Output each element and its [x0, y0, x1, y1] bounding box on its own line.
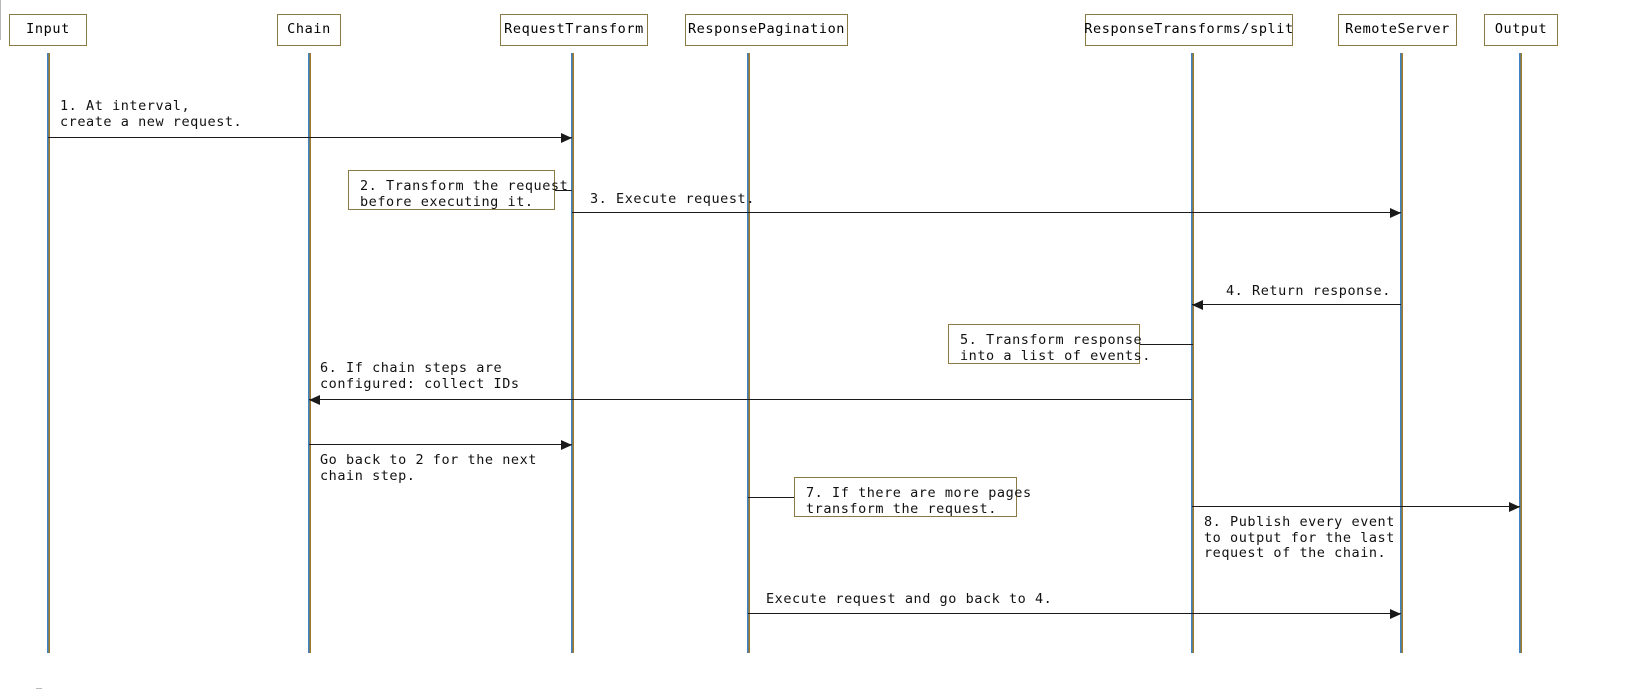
- note-text: 7. If there are more pages transform the…: [806, 485, 1032, 517]
- participant-chain[interactable]: Chain: [277, 14, 341, 46]
- message-line-m4: [1192, 304, 1401, 305]
- note-n5: 5. Transform response into a list of eve…: [948, 324, 1150, 364]
- lifeline-response_transforms: [1191, 53, 1194, 653]
- message-line-m1: [48, 137, 572, 138]
- participant-label: ResponseTransforms/split: [1084, 21, 1294, 38]
- arrow-head-m6: [309, 394, 320, 405]
- lifeline-output: [1519, 53, 1522, 653]
- arrow-head-m1: [561, 132, 572, 143]
- message-line-m8: [1192, 506, 1520, 507]
- participant-label: RequestTransform: [504, 21, 644, 38]
- note-text: 2. Transform the request before executin…: [360, 178, 569, 210]
- message-line-m3: [572, 212, 1401, 213]
- participant-label: RemoteServer: [1345, 21, 1450, 38]
- frame-edge-bottom-left: [36, 688, 42, 689]
- note-connector-n5: [1140, 344, 1193, 345]
- message-label-m_goback4: Execute request and go back to 4.: [766, 591, 1053, 607]
- participant-input[interactable]: Input: [9, 14, 87, 46]
- participant-label: ResponsePagination: [687, 21, 846, 38]
- participant-remote_server[interactable]: RemoteServer: [1338, 14, 1457, 46]
- participant-label: Input: [26, 21, 70, 38]
- arrow-head-m_goback4: [1390, 608, 1401, 619]
- arrow-head-m3: [1390, 207, 1401, 218]
- lifeline-remote_server: [1400, 53, 1403, 653]
- message-line-m6: [309, 399, 1192, 400]
- arrow-head-m8: [1509, 501, 1520, 512]
- arrow-head-m_goback2: [561, 439, 572, 450]
- message-line-m_goback2: [309, 444, 572, 445]
- participant-output[interactable]: Output: [1484, 14, 1558, 46]
- note-connector-n7: [748, 497, 795, 498]
- message-line-m_goback4: [748, 613, 1401, 614]
- participant-response_transforms[interactable]: ResponseTransforms/split: [1084, 14, 1294, 46]
- participant-label: Output: [1494, 21, 1548, 38]
- note-n2: 2. Transform the request before executin…: [348, 170, 568, 210]
- lifeline-chain: [308, 53, 311, 653]
- participant-request_transform[interactable]: RequestTransform: [500, 14, 648, 46]
- message-label-m3: 3. Execute request.: [590, 191, 755, 207]
- lifeline-request_transform: [571, 53, 574, 653]
- message-label-m_goback2: Go back to 2 for the next chain step.: [320, 452, 537, 484]
- lifeline-input: [47, 53, 50, 653]
- participant-label: Chain: [287, 21, 331, 38]
- note-text: 5. Transform response into a list of eve…: [960, 332, 1151, 364]
- lifeline-response_pagination: [747, 53, 750, 653]
- message-label-m6: 6. If chain steps are configured: collec…: [320, 360, 520, 392]
- participant-response_pagination[interactable]: ResponsePagination: [685, 14, 848, 46]
- message-label-m8: 8. Publish every event to output for the…: [1204, 514, 1395, 562]
- message-label-m1: 1. At interval, create a new request.: [60, 98, 243, 130]
- note-n7: 7. If there are more pages transform the…: [794, 477, 1031, 517]
- arrow-head-m4: [1192, 299, 1203, 310]
- note-connector-n2: [555, 190, 572, 191]
- message-label-m4: 4. Return response.: [1226, 283, 1391, 299]
- frame-edge-left-mid: [0, 0, 1, 26]
